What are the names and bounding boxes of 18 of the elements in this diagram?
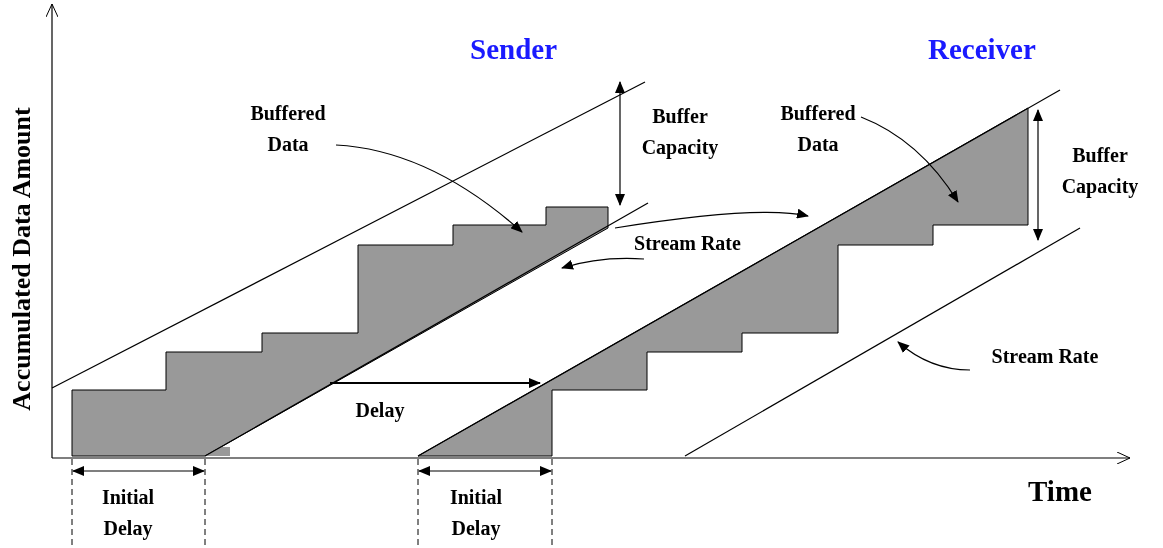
callout-label: Stream Rate <box>633 231 742 256</box>
dimension-label: Initial Delay <box>100 485 156 542</box>
leader-arrow <box>335 144 523 233</box>
callout-label: Stream Rate <box>990 344 1100 369</box>
dimension-label: Buffer Capacity <box>1060 143 1140 200</box>
leader-arrow <box>897 341 971 371</box>
site-title: Receiver <box>928 32 1036 66</box>
leader-arrow <box>860 116 959 203</box>
site-title: Sender <box>470 32 557 66</box>
callout-label: Buffered Data <box>779 101 857 157</box>
dimension-label: Buffer Capacity <box>640 104 720 161</box>
dimension-label: Initial Delay <box>448 485 504 542</box>
axis-title: Accumulated Data Amount <box>7 106 37 413</box>
leader-arrow <box>614 209 809 229</box>
axis-title: Time <box>1028 474 1092 508</box>
dimension-label: Delay <box>354 398 406 424</box>
callout-label: Buffered Data <box>249 101 327 157</box>
leader-arrow <box>561 257 645 270</box>
